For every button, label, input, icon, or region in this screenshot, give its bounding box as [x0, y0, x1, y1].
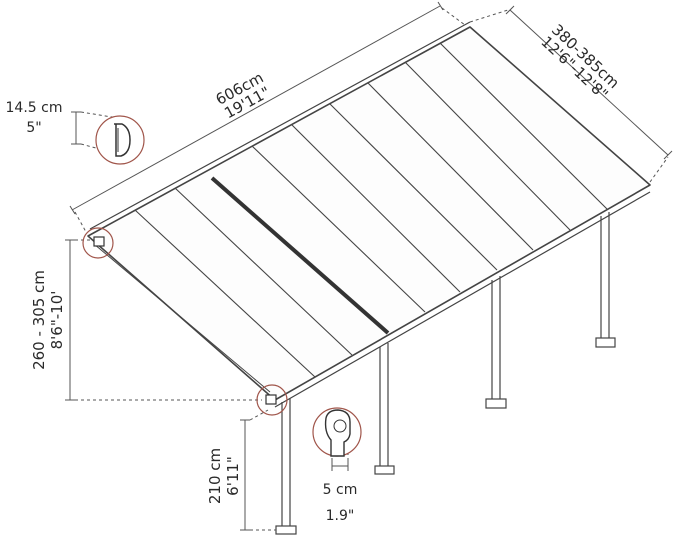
post-width-imperial-label: 1.9": [326, 508, 355, 524]
post-2: [374, 343, 395, 475]
post-back-right: [595, 212, 616, 348]
roof-panel-line: [367, 82, 534, 251]
side-rail-left: [93, 243, 271, 393]
wall-height-imperial-label: 8'6"-10': [48, 291, 66, 350]
wall-beam: [89, 21, 471, 230]
length-dim-line: [71, 5, 441, 211]
roof-panel-line: [291, 124, 461, 293]
roof-panel-line: [329, 103, 498, 271]
callouts: [82, 115, 362, 457]
post-width-metric-label: 5 cm: [323, 482, 358, 498]
roof-center-bar: [210, 176, 390, 335]
gutter-profile-detail: [95, 115, 145, 165]
posts: [275, 212, 616, 535]
depth-dim-line: [509, 9, 669, 156]
roof-outline: [87, 26, 651, 401]
roof: [87, 21, 651, 408]
post-height-imperial-label: 6'11": [224, 456, 242, 496]
post-height-metric-label: 210 cm: [206, 448, 224, 504]
front-corner-detail: [256, 384, 288, 416]
roof-panel-line: [134, 209, 316, 378]
post-3: [485, 276, 507, 409]
front-beam: [274, 191, 651, 408]
roof-panel-line: [404, 61, 571, 231]
post-profile-detail: [312, 407, 362, 457]
wall-height-metric-label: 260 - 305 cm: [30, 270, 48, 370]
gutter-height-metric-label: 14.5 cm: [6, 100, 63, 116]
roof-panel-line: [439, 42, 608, 210]
roof-panel-line: [174, 187, 353, 356]
roof-panel-line: [251, 145, 426, 313]
post-front-left: [275, 398, 297, 535]
gutter-height-imperial-label: 5": [26, 120, 41, 136]
wall-bracket-detail: [82, 227, 114, 259]
